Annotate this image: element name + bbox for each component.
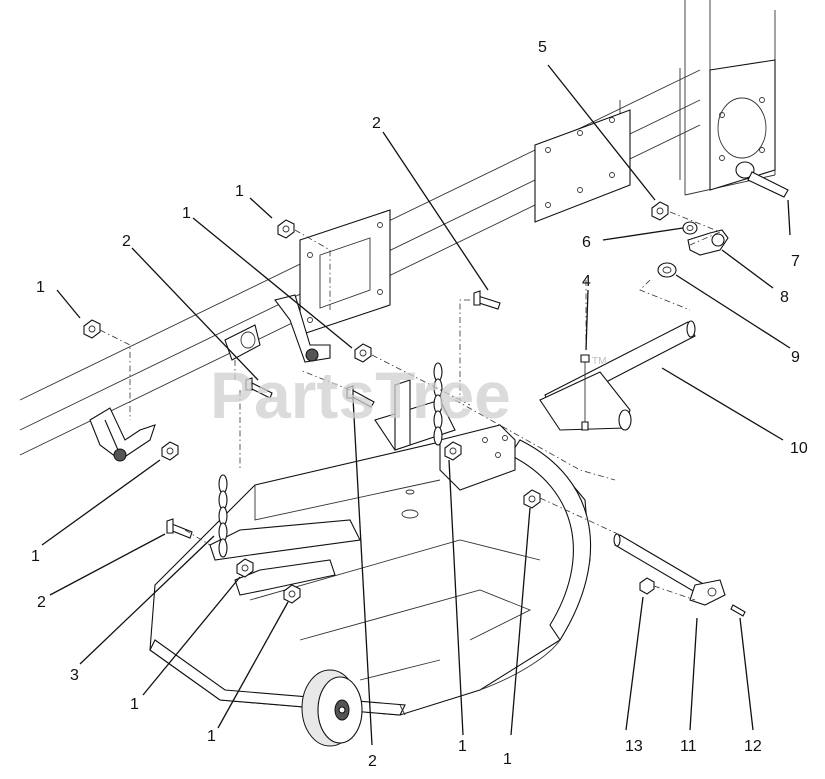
callout-2: 2	[368, 753, 377, 770]
callout-10: 10	[790, 440, 808, 457]
callout-labels: 1 1 1 1 1 1 1 1 2 2 2 2 3 4 5 6 7 8 9 10…	[31, 39, 808, 770]
center-plate	[299, 209, 391, 336]
lift-chain-left	[218, 474, 228, 558]
callout-8: 8	[780, 289, 789, 306]
engine-mount-plate	[709, 59, 776, 191]
callout-12: 12	[744, 738, 762, 755]
left-hanger-bracket	[89, 407, 156, 462]
center-hanger-bracket	[224, 294, 331, 363]
gauge-wheel	[301, 669, 363, 747]
callout-2: 2	[122, 233, 131, 250]
callout-1: 1	[31, 548, 40, 565]
watermark-trademark: TM	[592, 356, 606, 367]
callout-1: 1	[503, 751, 512, 768]
lift-rod	[539, 320, 696, 431]
right-deck-bracket	[374, 379, 516, 491]
callout-1: 1	[207, 728, 216, 745]
leader-lines	[41, 64, 791, 746]
hex-nut-parts	[83, 219, 541, 604]
callout-1: 1	[182, 205, 191, 222]
callout-1: 1	[36, 279, 45, 296]
callout-2: 2	[37, 594, 46, 611]
bolt-parts	[166, 290, 501, 539]
callout-6: 6	[582, 234, 591, 251]
mower-deck	[149, 434, 592, 716]
axle-bracket	[613, 533, 746, 617]
callout-5: 5	[538, 39, 547, 56]
lift-chain-right	[433, 362, 443, 446]
callout-1: 1	[235, 183, 244, 200]
linkage-parts	[651, 161, 789, 278]
callout-1: 1	[130, 696, 139, 713]
callout-11: 11	[680, 738, 697, 755]
callout-1: 1	[458, 738, 467, 755]
callout-13: 13	[625, 738, 643, 755]
watermark: PartsTree TM	[210, 356, 606, 432]
callout-9: 9	[791, 349, 800, 366]
callout-4: 4	[582, 273, 591, 290]
callout-2: 2	[372, 115, 381, 132]
watermark-text: PartsTree	[210, 358, 511, 432]
callout-7: 7	[791, 253, 800, 270]
callout-3: 3	[70, 667, 79, 684]
